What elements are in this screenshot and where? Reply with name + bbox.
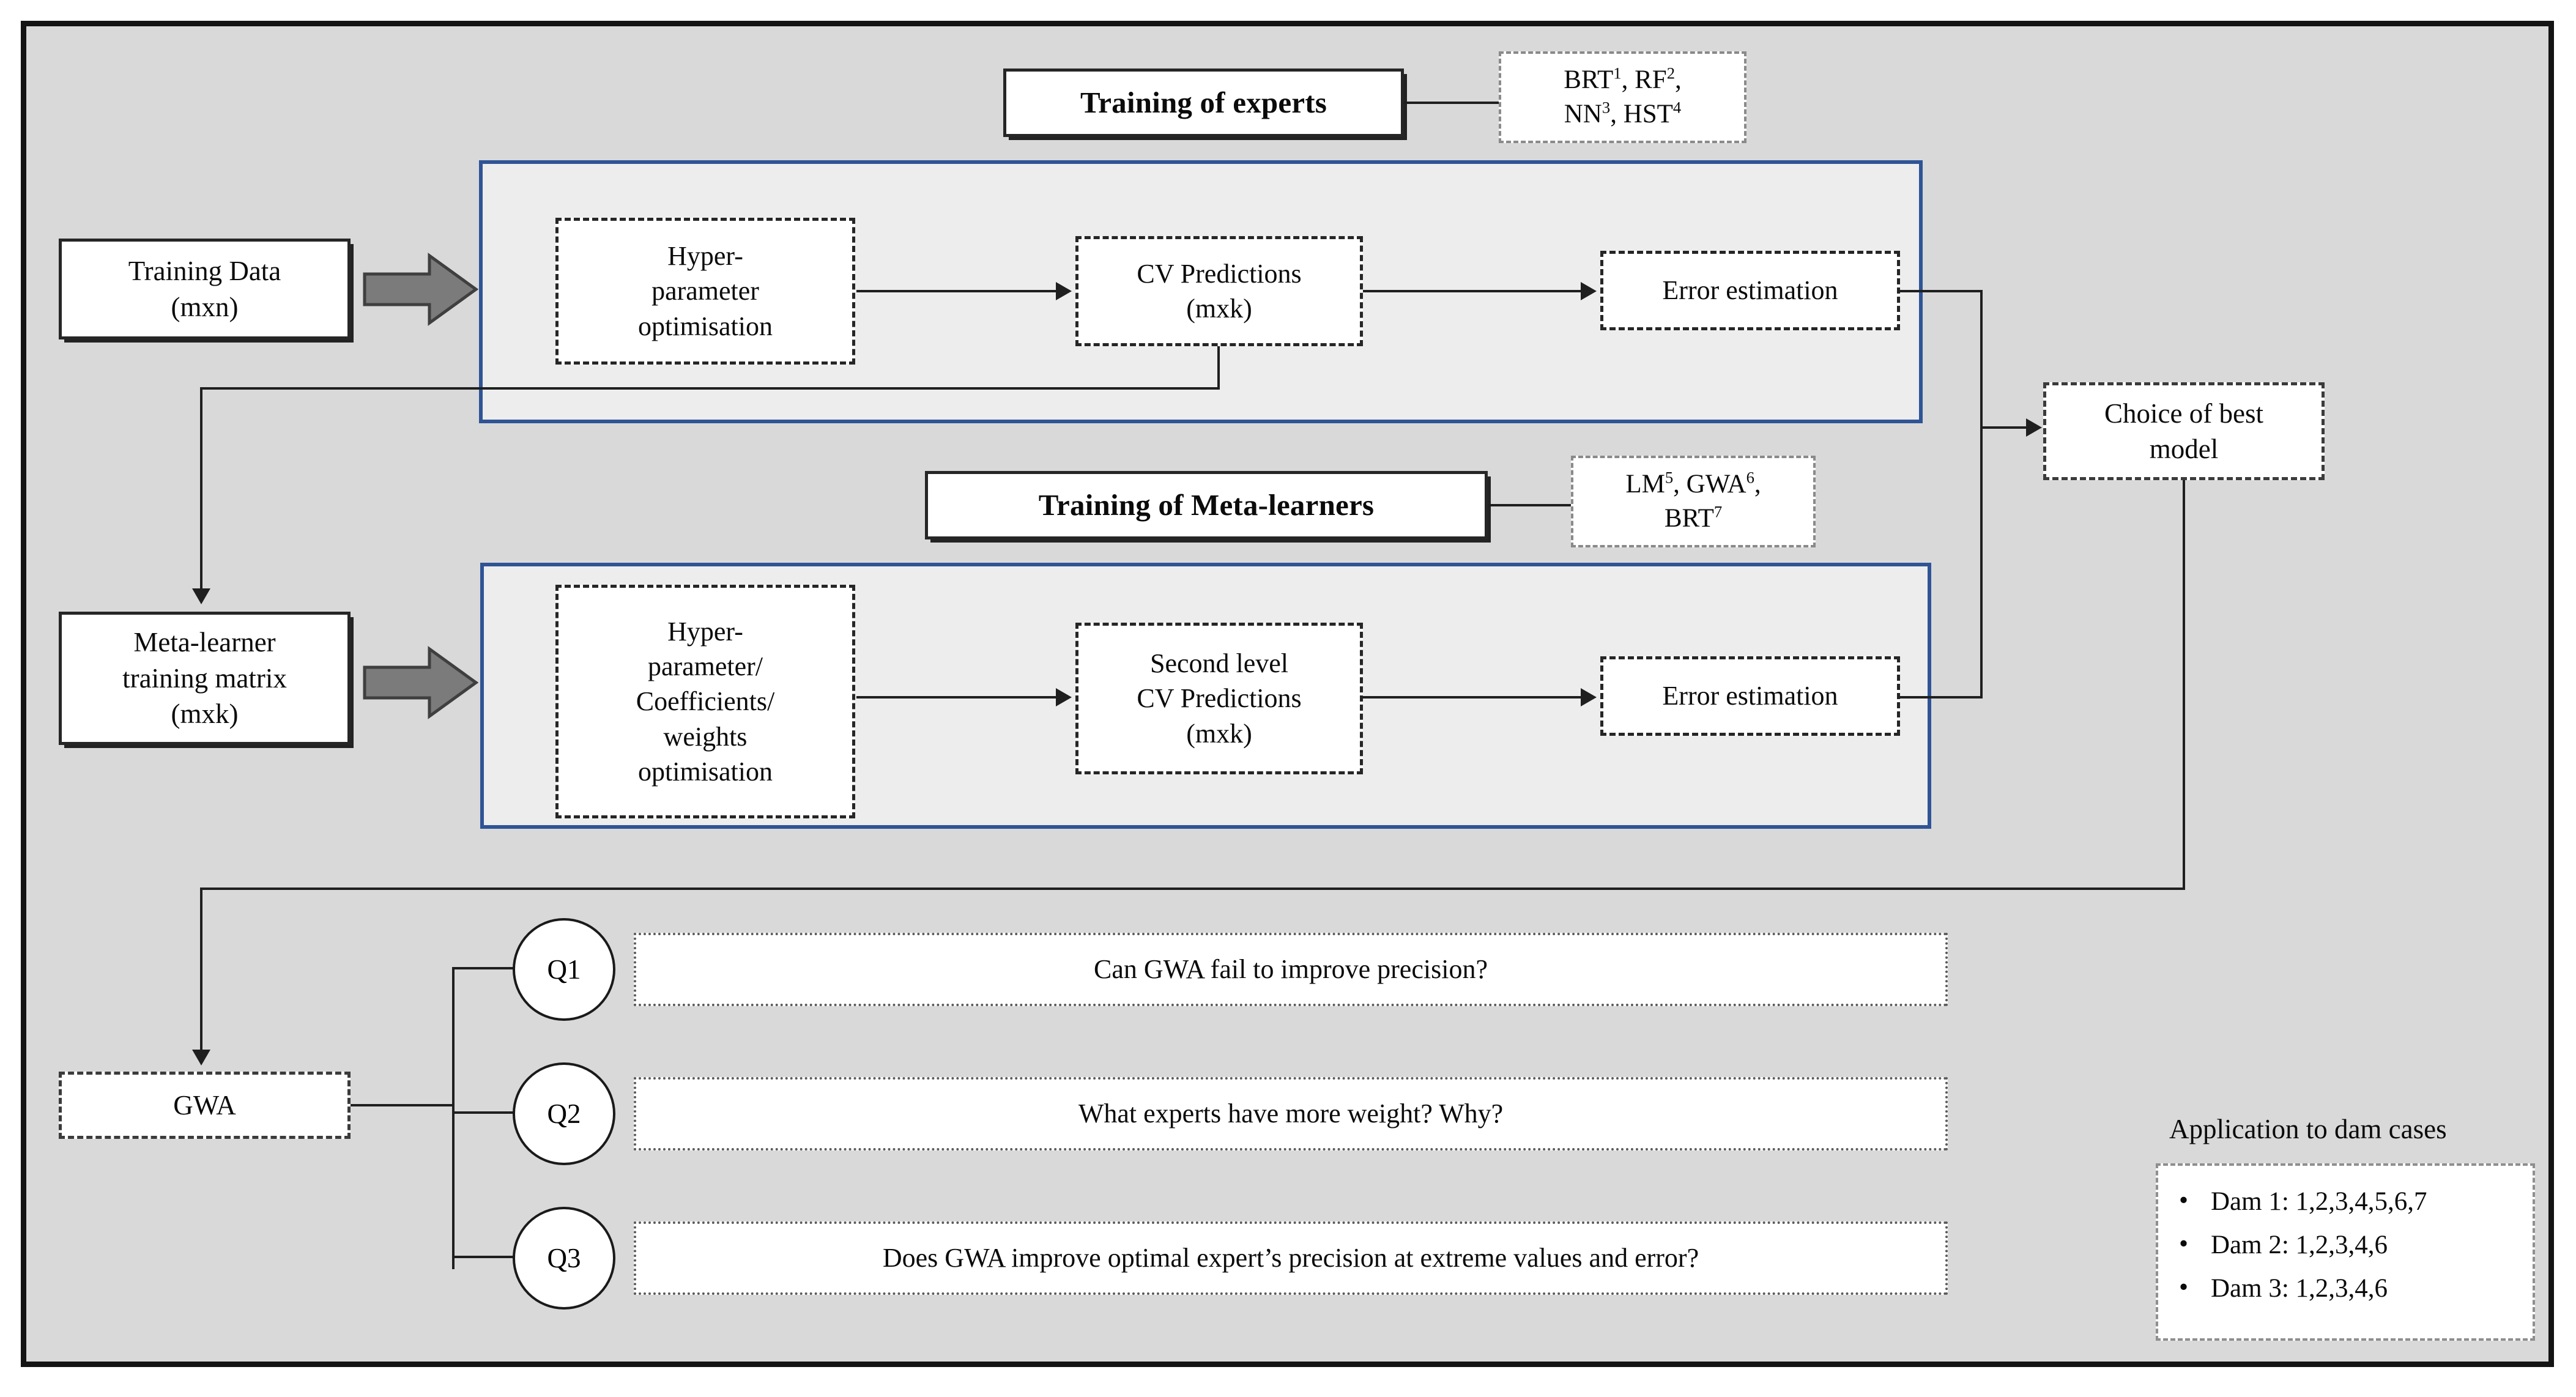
question-text-box-q1: Can GWA fail to improve precision? (634, 933, 1948, 1006)
list-item: • Dam 3: 1,2,3,4,6 (2179, 1273, 2533, 1303)
meta-second-level-cv-predictions-box: Second level CV Predictions (mxk) (1075, 623, 1363, 774)
bus-to-q2-line (452, 1111, 516, 1114)
meta-matrix-block-arrow-icon (362, 645, 478, 720)
meta-header-to-models-line (1488, 504, 1573, 506)
meta-step3-line1: Error estimation (1662, 681, 1838, 711)
training-data-box: Training Data (mxn) (59, 239, 351, 339)
meta-step2-line1: Second level (1149, 648, 1289, 679)
cv-pred-to-meta-matrix-v1 (1217, 346, 1220, 390)
choice-of-best-model-box: Choice of best model (2043, 382, 2325, 480)
meta-step1-line4: weights (663, 721, 748, 752)
list-item: • Dam 2: 1,2,3,4,6 (2179, 1229, 2533, 1260)
choice-inbound-line (1980, 426, 2035, 429)
meta-error-estimation-box: Error estimation (1600, 656, 1900, 736)
meta-step1-to-step2-line (856, 696, 1058, 698)
meta-step2-to-step3-line (1363, 696, 1583, 698)
cv-pred-to-meta-matrix-h (200, 387, 1220, 390)
training-of-experts-label: Training of experts (1080, 86, 1327, 120)
application-caption-label: Application to dam cases (2169, 1114, 2447, 1144)
experts-model-list-line2: NN3, HST4 (1564, 98, 1682, 128)
meta-step2-line3: (mxk) (1186, 718, 1252, 749)
dam-item-label: Dam 3: 1,2,3,4,6 (2211, 1274, 2388, 1303)
meta-error-to-choice-h (1900, 696, 1983, 698)
bullet-icon: • (2179, 1273, 2189, 1302)
question-text-q1: Can GWA fail to improve precision? (1094, 954, 1488, 985)
training-data-line2: (mxn) (171, 291, 239, 322)
experts-step2-line1: CV Predictions (1137, 258, 1302, 289)
experts-step1-to-step2-arrowhead-icon (1056, 282, 1072, 300)
meta-step1-line3: Coefficients/ (636, 686, 775, 717)
experts-step2-to-step3-line (1363, 290, 1583, 292)
application-caption: Application to dam cases (2169, 1113, 2447, 1145)
experts-error-to-choice-h1 (1900, 290, 1983, 292)
question-text-box-q2: What experts have more weight? Why? (634, 1077, 1948, 1151)
training-of-meta-learners-label: Training of Meta-learners (1038, 488, 1375, 522)
meta-model-list-line2: BRT7 (1664, 502, 1723, 533)
experts-cv-predictions-box: CV Predictions (mxk) (1075, 236, 1363, 346)
meta-step1-to-step2-arrowhead-icon (1056, 688, 1072, 706)
meta-step1-line1: Hyper- (667, 617, 743, 647)
bullet-icon: • (2179, 1186, 2189, 1215)
meta-error-to-choice-v (1980, 426, 1983, 696)
meta-learner-training-matrix-box: Meta-learner training matrix (mxk) (59, 612, 351, 745)
question-text-box-q3: Does GWA improve optimal expert’s precis… (634, 1221, 1948, 1295)
meta-step1-line5: optimisation (638, 756, 773, 787)
bus-to-q1-line (452, 967, 516, 969)
training-of-meta-learners-header: Training of Meta-learners (925, 471, 1488, 539)
gwa-label: GWA (173, 1089, 236, 1121)
question-id-q1: Q1 (547, 954, 581, 985)
cv-pred-to-meta-matrix-v2 (200, 387, 202, 594)
cv-pred-to-meta-matrix-arrowhead-icon (192, 588, 210, 604)
choice-to-gwa-h (200, 887, 2184, 890)
meta-matrix-line1: Meta-learner (133, 627, 276, 658)
choice-line1: Choice of best (2104, 398, 2263, 429)
experts-hyperparameter-optimisation-box: Hyper- parameter optimisation (555, 218, 855, 365)
list-item: • Dam 1: 1,2,3,4,5,6,7 (2179, 1186, 2533, 1217)
choice-to-gwa-v1 (2183, 480, 2185, 890)
meta-step2-line2: CV Predictions (1137, 683, 1302, 714)
application-dam-list-box: • Dam 1: 1,2,3,4,5,6,7 • Dam 2: 1,2,3,4,… (2156, 1163, 2535, 1341)
question-id-q2: Q2 (547, 1099, 581, 1129)
experts-step3-line1: Error estimation (1662, 275, 1838, 306)
gwa-to-bus-line (351, 1104, 455, 1106)
question-text-q3: Does GWA improve optimal expert’s precis… (882, 1243, 1699, 1273)
experts-error-estimation-box: Error estimation (1600, 251, 1900, 330)
gwa-box: GWA (59, 1072, 351, 1139)
choice-inbound-arrowhead-icon (2026, 418, 2042, 437)
meta-matrix-line3: (mxk) (171, 698, 239, 730)
meta-model-list-box: LM5, GWA6, BRT7 (1571, 456, 1816, 547)
training-data-line1: Training Data (128, 256, 281, 286)
training-of-experts-header: Training of experts (1003, 69, 1404, 137)
question-node-q3[interactable]: Q3 (513, 1207, 615, 1310)
dam-item-label: Dam 2: 1,2,3,4,6 (2211, 1231, 2388, 1259)
choice-line2: model (2149, 434, 2219, 464)
choice-to-gwa-v2 (200, 887, 202, 1056)
experts-step1-line1: Hyper- (667, 241, 743, 272)
question-node-q1[interactable]: Q1 (513, 918, 615, 1021)
meta-step1-line2: parameter/ (647, 651, 763, 682)
meta-model-list-line1: LM5, GWA6, (1625, 468, 1761, 499)
experts-error-to-choice-v (1980, 290, 1983, 429)
experts-step1-line2: parameter (651, 276, 759, 306)
training-data-block-arrow-icon (362, 252, 478, 327)
experts-step2-to-step3-arrowhead-icon (1581, 282, 1597, 300)
question-bus-vertical (452, 968, 455, 1269)
experts-header-to-models-line (1404, 102, 1502, 104)
choice-to-gwa-arrowhead-icon (192, 1050, 210, 1065)
experts-model-list-box: BRT1, RF2, NN3, HST4 (1499, 51, 1746, 143)
bullet-icon: • (2179, 1229, 2189, 1258)
question-id-q3: Q3 (547, 1243, 581, 1273)
meta-step2-to-step3-arrowhead-icon (1581, 688, 1597, 706)
question-text-q2: What experts have more weight? Why? (1078, 1099, 1504, 1129)
meta-hyperparameter-optimisation-box: Hyper- parameter/ Coefficients/ weights … (555, 585, 855, 818)
dam-item-label: Dam 1: 1,2,3,4,5,6,7 (2211, 1187, 2427, 1216)
experts-model-list-line1: BRT1, RF2, (1564, 64, 1682, 95)
experts-step2-line2: (mxk) (1186, 294, 1252, 324)
question-node-q2[interactable]: Q2 (513, 1062, 615, 1165)
meta-matrix-line2: training matrix (122, 662, 287, 694)
bus-to-q3-line (452, 1256, 516, 1258)
experts-step1-to-step2-line (856, 290, 1058, 292)
experts-step1-line3: optimisation (638, 311, 773, 341)
